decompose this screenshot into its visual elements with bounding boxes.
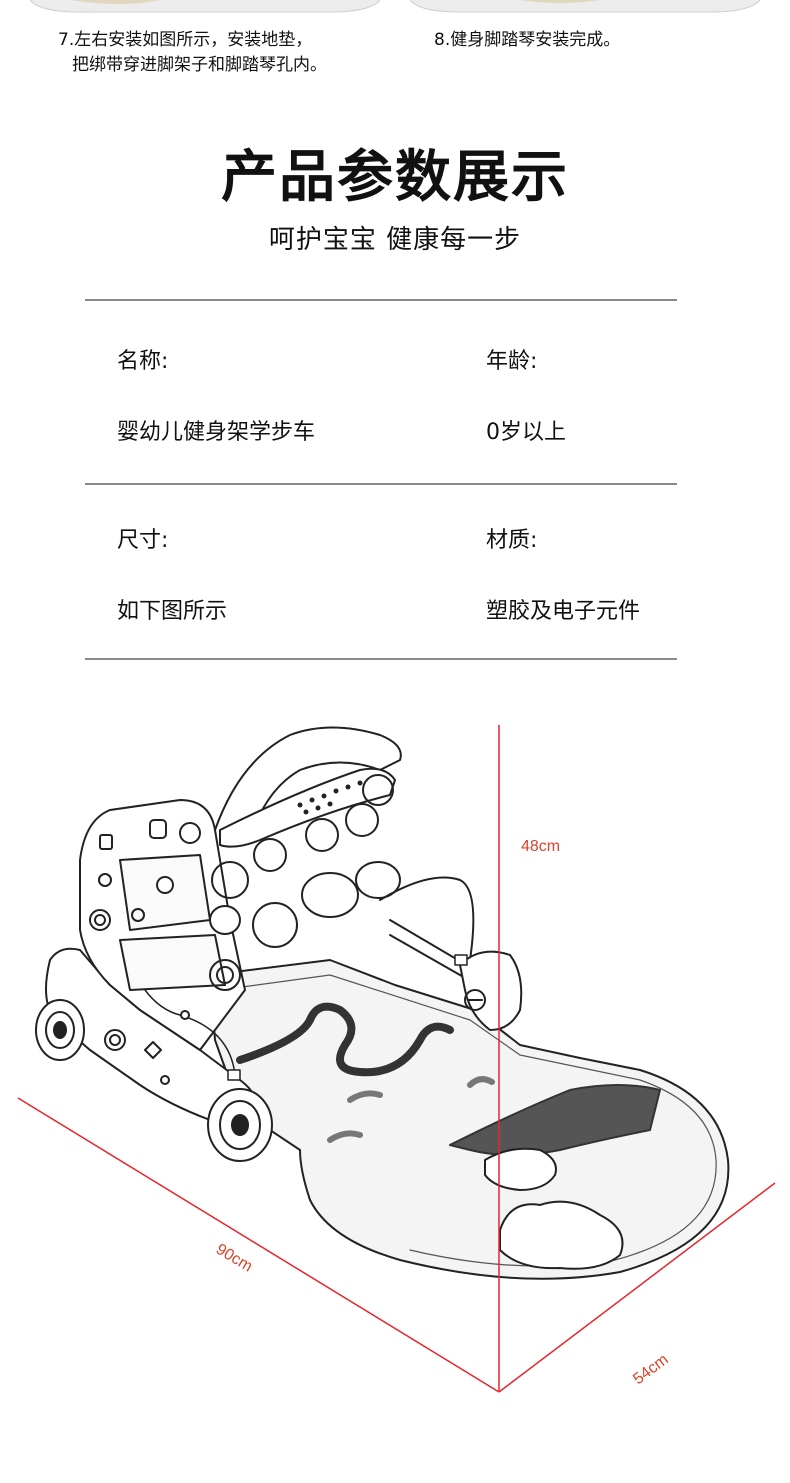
hanging-toy-bear [209,905,241,935]
table-bottom-divider [85,658,677,660]
param-name-value: 婴幼儿健身架学步车 [117,420,316,445]
wheel-front-left [35,999,85,1061]
length-dimension-line [17,1097,500,1393]
step7-image-edge [29,0,381,13]
play-mat [209,959,730,1280]
step-8-line-1: 8.健身脚踏琴安装完成。 [434,30,621,50]
wheel-front-right [207,1088,273,1162]
previous-step-images-strip [29,0,761,13]
step8-image-edge [409,0,761,13]
param-material-label: 材质: [486,528,538,553]
param-size-value: 如下图所示 [117,599,228,624]
param-age-label: 年龄: [486,349,538,374]
step-7-caption: 7.左右安装如图所示，安装地垫， 把绑带穿进脚架子和脚踏琴孔内。 [58,28,398,78]
product-dimension-illustration: 48cm 90cm 54cm [17,725,776,1393]
dimension-lines [17,725,776,1393]
param-material-value: 塑胶及电子元件 [486,599,641,624]
step-8-caption: 8.健身脚踏琴安装完成。 [434,28,620,53]
hanging-ring-3 [345,803,379,837]
table-middle-divider [85,483,677,485]
hanging-ring-2 [305,818,339,852]
height-dimension-label: 48cm [521,838,560,855]
step-7-line-2: 把绑带穿进脚架子和脚踏琴孔内。 [72,55,327,75]
pedal-rail [379,876,475,961]
walker-handle [214,726,402,841]
hanging-ring-1 [253,838,287,872]
section-subtitle: 呵护宝宝 健康每一步 [268,225,522,255]
mat-wave-pattern [236,1002,454,1077]
hanging-ring-4 [362,774,394,806]
width-dimension-label: 54cm [630,1351,671,1388]
hanging-toy-whale [301,872,359,918]
length-dimension-label: 90cm [213,1241,255,1276]
table-top-divider [85,299,677,301]
width-dimension-line [498,1182,776,1393]
param-age-value: 0岁以上 [486,420,566,445]
section-title: 产品参数展示 [221,145,569,210]
param-name-label: 名称: [117,349,169,374]
param-size-label: 尺寸: [117,528,169,553]
step-7-line-1: 7.左右安装如图所示，安装地垫， [58,30,313,50]
